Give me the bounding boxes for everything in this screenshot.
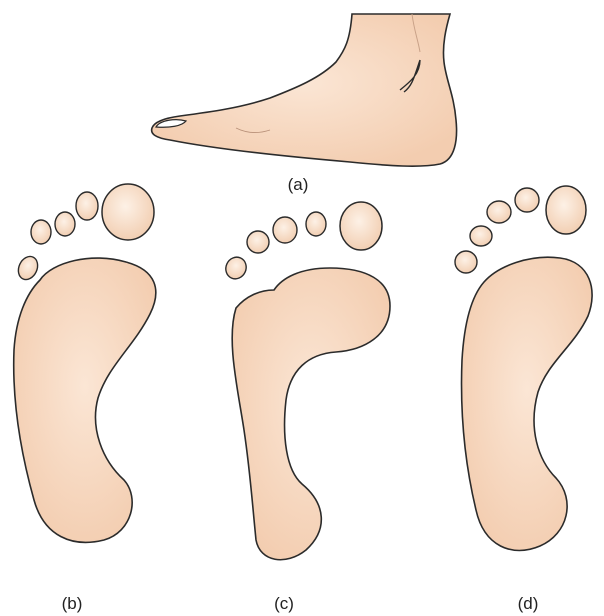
footprint-b [14, 184, 156, 542]
toe-4-b [31, 220, 51, 244]
side-view-foot [152, 14, 457, 166]
toe-2-b [76, 192, 98, 220]
big-toe-c [340, 202, 382, 250]
toe-2-d [515, 188, 539, 212]
toe-2-c [306, 212, 326, 236]
toe-5-b [15, 253, 41, 282]
label-d: (d) [508, 594, 548, 614]
footprint-d [455, 186, 592, 551]
big-toe-d [546, 186, 586, 234]
toe-3-c [273, 217, 297, 243]
toe-3-d [487, 201, 511, 223]
toe-5-d [455, 251, 477, 273]
label-a: (a) [278, 175, 318, 195]
footprint-b-sole [14, 258, 156, 542]
toe-4-c [247, 231, 269, 253]
toe-5-c [222, 254, 249, 282]
footprint-c [222, 202, 390, 560]
toe-4-d [470, 226, 492, 246]
side-view-foot-outline [152, 14, 457, 166]
toe-3-b [55, 212, 75, 236]
footprint-d-sole [462, 257, 593, 550]
label-b: (b) [52, 594, 92, 614]
footprint-c-sole [232, 268, 390, 560]
label-c: (c) [264, 594, 304, 614]
big-toe-b [102, 184, 154, 240]
